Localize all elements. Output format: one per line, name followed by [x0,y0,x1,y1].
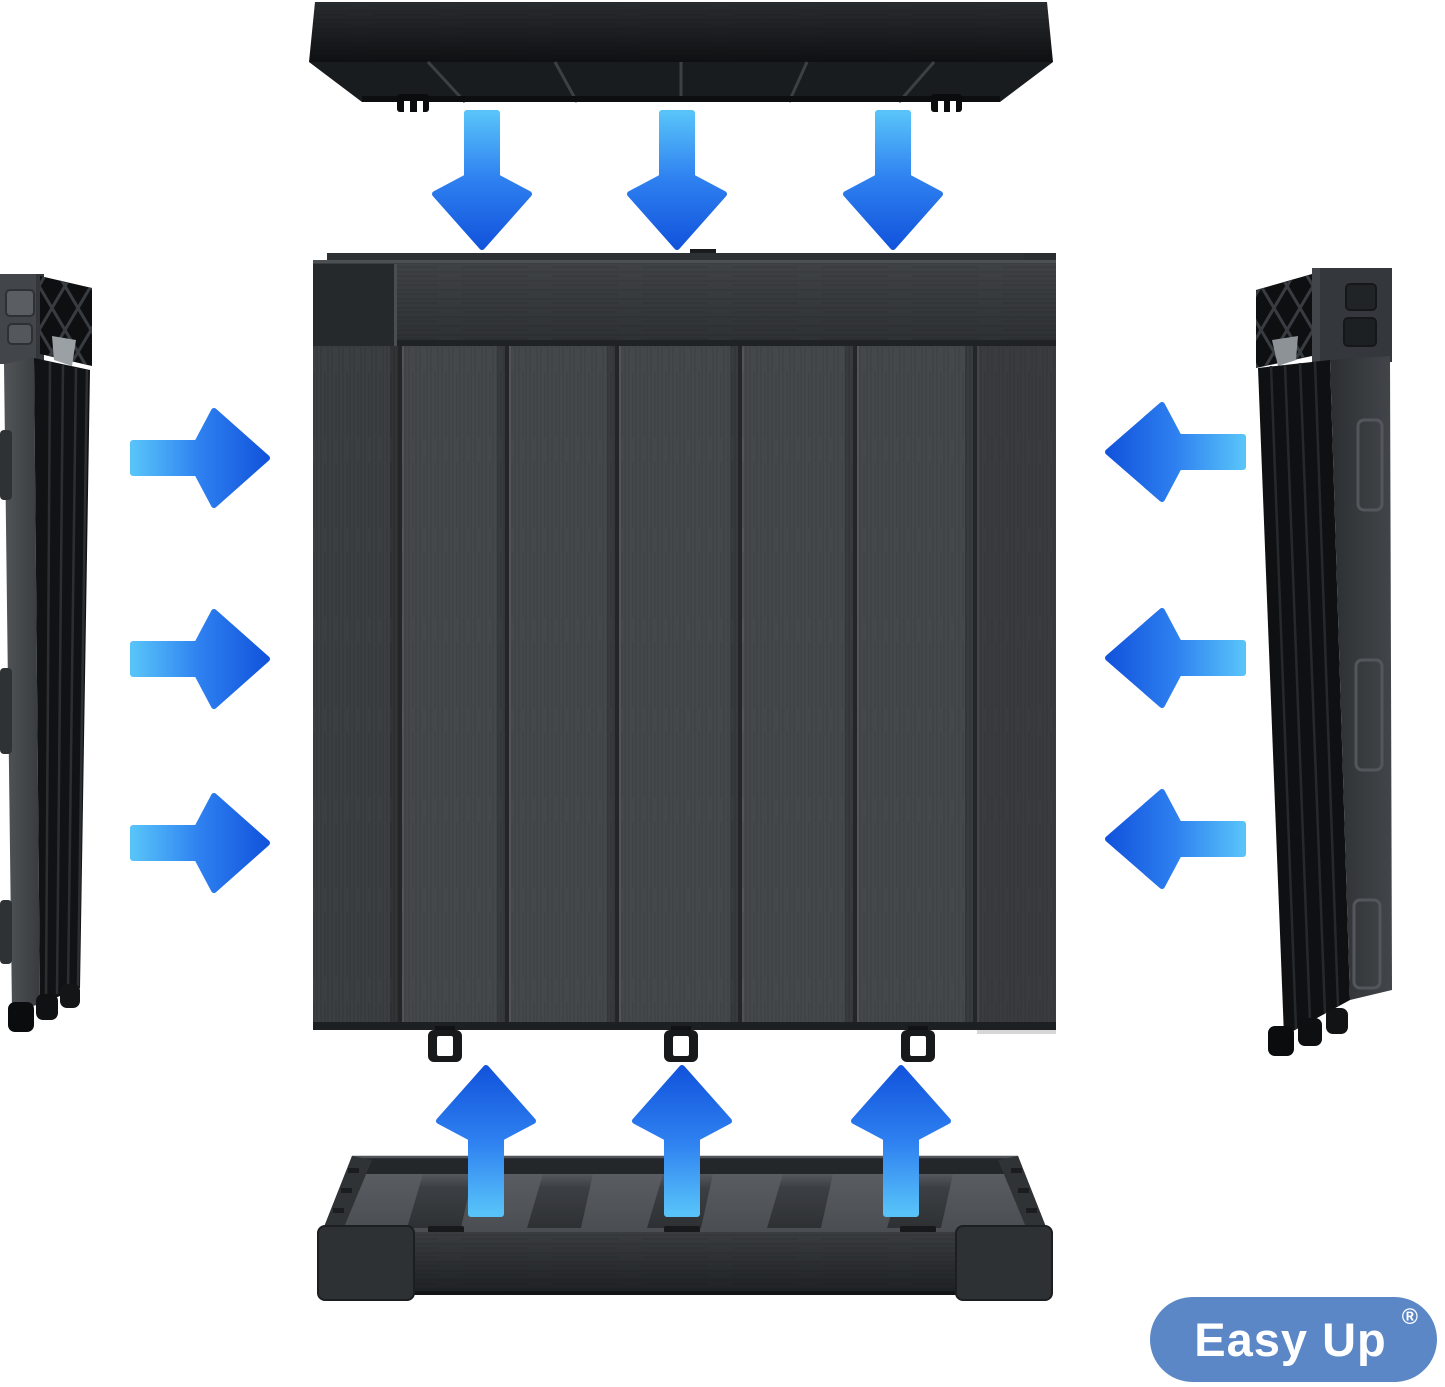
right-panel-inner-face [1258,360,1350,1036]
base-right-rim-clips [1011,1168,1037,1213]
base-front-texture [322,1232,1048,1294]
right-panel-gray-tab [1272,336,1298,366]
arrow-down-icon [627,110,727,250]
registered-trademark-symbol: ® [1401,1304,1418,1329]
arrow-up-icon [436,1065,536,1217]
panel-header-highlight [313,260,1056,263]
right-side-panel-part [1256,268,1392,1056]
right-panel-rail [1330,356,1392,1000]
down-arrows-group [432,110,943,250]
right-panel-inner-ribs [1269,361,1340,1030]
logo-text: Easy Up [1194,1313,1387,1366]
arrow-down-icon [843,110,943,250]
left-panel-inner-ribs [44,361,89,999]
left-panel-gray-tab [52,336,76,366]
panel-top-right-step [1024,253,1056,264]
left-panel-cap-tab [7,323,33,345]
panel-corner-edge [394,264,397,346]
arrow-up-icon [632,1065,732,1217]
lid-underside-shadow [362,96,1000,102]
left-panel-feet [8,984,80,1032]
panel-header-bottom-edge [313,340,1056,346]
panel-left-end-plank [313,346,398,1022]
base-left-foot [317,1225,415,1301]
right-panel-rail-notches [1352,418,1384,990]
panel-bottom-clips [428,1026,935,1062]
arrow-left-icon [1105,402,1246,502]
right-panel-cap-tab [1343,317,1377,347]
arrow-left-icon [1105,608,1246,708]
panel-top-lip [327,253,1040,262]
arrow-up-icon [851,1065,951,1217]
lid-clip-right [931,94,962,112]
base-bottom-edge [322,1291,1048,1295]
panel-plank-grain [313,346,1056,1028]
left-panel-cap-tab [5,289,35,317]
arrow-left-icon [1105,789,1246,889]
lid-underside-ribs [426,60,936,104]
front-panel-part [313,249,1056,1062]
base-front-slots [428,1226,936,1233]
panel-right-end-plank [977,346,1056,1034]
panel-clip [428,1026,462,1062]
left-pointing-arrows-group [1105,402,1246,889]
lid-clip-left [397,94,429,112]
right-panel-cap-block [1312,268,1392,362]
right-panel-lattice-pattern [1256,274,1312,368]
arrow-right-icon [130,793,270,893]
arrow-right-icon [130,408,270,508]
panel-plank-seams [390,346,979,1028]
panel-clip [664,1026,698,1062]
left-panel-rail [4,358,40,1012]
base-right-foot [955,1225,1053,1301]
easy-up-logo: Easy Up ® [1150,1297,1437,1382]
right-panel-cap-highlight [1312,268,1320,362]
right-pointing-arrows-group [130,408,270,893]
left-panel-rail-tabs [0,430,12,964]
panel-corner-block [313,264,396,346]
lid-top-texture [309,2,1053,62]
panel-header-texture [313,260,1056,346]
arrow-down-icon [432,110,532,250]
lid-part [309,2,1053,112]
right-panel-cap-tab [1345,283,1377,311]
base-left-rim-clips [333,1168,359,1213]
right-panel-feet [1268,1008,1348,1056]
up-arrows-group [436,1065,951,1217]
arrow-right-icon [130,609,270,709]
panel-clip [901,1026,935,1062]
left-side-panel-part [0,274,92,1032]
